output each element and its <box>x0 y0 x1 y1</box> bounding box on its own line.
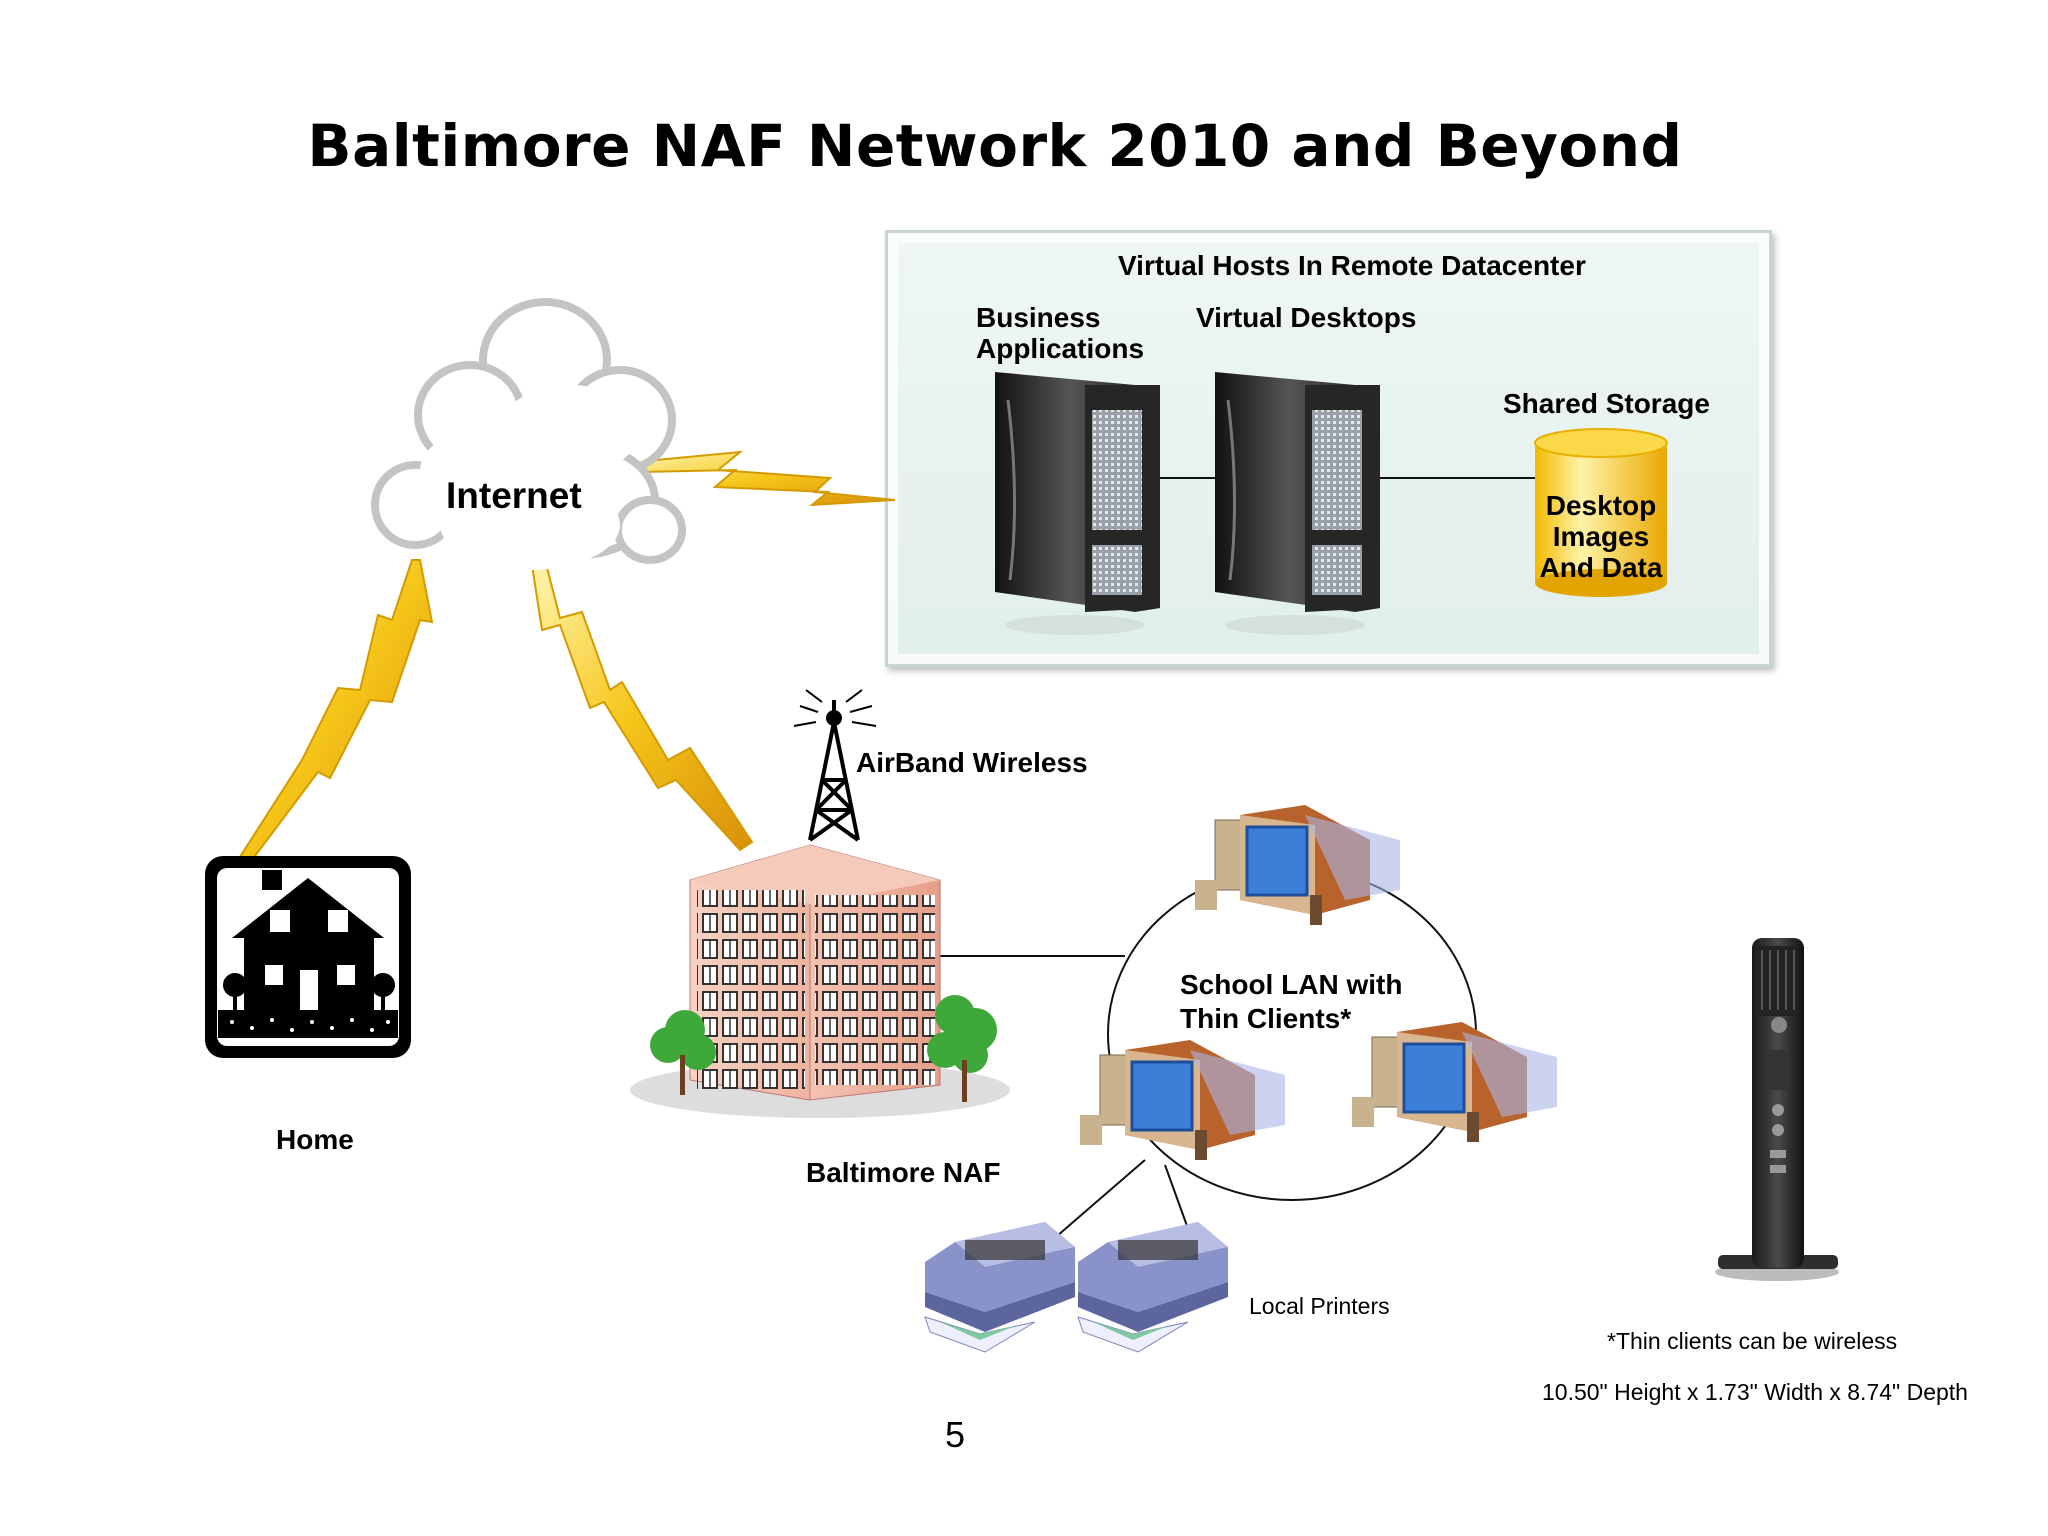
hp-thin-client-device-icon <box>1715 938 1839 1281</box>
airband-wireless-label: AirBand Wireless <box>856 747 1088 778</box>
dimensions-note: 10.50" Height x 1.73" Width x 8.74" Dept… <box>1542 1379 1968 1405</box>
business-apps-label-line1: Business <box>976 302 1101 333</box>
thin-client-pc-top-icon <box>1195 805 1400 925</box>
home-icon <box>205 856 411 1058</box>
storage-label-line2: Images <box>1552 521 1650 552</box>
lightning-bolts <box>236 450 896 861</box>
printer-left-icon <box>924 1222 1075 1353</box>
storage-label-line3: And Data <box>1539 552 1663 583</box>
antenna-tower-icon <box>793 689 877 842</box>
bolt-internet-home <box>236 559 434 861</box>
business-apps-server-icon <box>995 372 1160 635</box>
storage-label-line1: Desktop <box>1545 490 1657 521</box>
page-number: 5 <box>945 1414 966 1455</box>
page-title: Baltimore NAF Network 2010 and Beyond <box>307 112 1683 180</box>
local-printers-label: Local Printers <box>1249 1293 1390 1319</box>
datacenter-heading: Virtual Hosts In Remote Datacenter <box>1118 250 1586 281</box>
bolt-internet-naf <box>530 558 754 852</box>
wireless-note: *Thin clients can be wireless <box>1607 1328 1898 1354</box>
baltimore-naf-label: Baltimore NAF <box>806 1157 1001 1188</box>
school-lan-label-line2: Thin Clients* <box>1180 1003 1352 1034</box>
shared-storage-label: Shared Storage <box>1503 388 1710 419</box>
thin-client-pc-right-icon <box>1352 1022 1557 1142</box>
home-label: Home <box>276 1124 354 1155</box>
baltimore-naf-building-icon <box>630 844 1010 1118</box>
school-lan-label-line1: School LAN with <box>1180 969 1403 1000</box>
bolt-internet-datacenter <box>633 450 896 507</box>
internet-label: Internet <box>446 475 582 516</box>
business-apps-label-line2: Applications <box>976 333 1145 364</box>
internet-cloud-icon <box>371 298 686 570</box>
shared-storage-cylinder-icon <box>1534 428 1668 597</box>
printer-right-icon <box>1077 1222 1228 1353</box>
thin-client-pc-left-icon <box>1080 1040 1285 1160</box>
virtual-desktops-server-icon <box>1215 372 1380 635</box>
virtual-desktops-label: Virtual Desktops <box>1196 302 1417 333</box>
